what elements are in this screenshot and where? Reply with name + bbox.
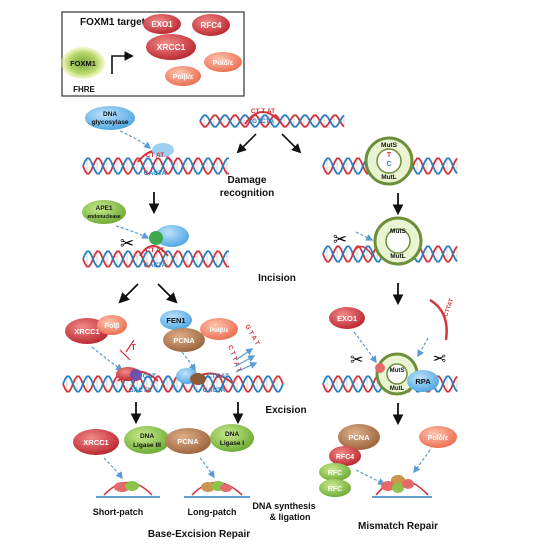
scissors-icon-3: ✂ bbox=[350, 352, 363, 369]
dna-strand bbox=[82, 250, 229, 268]
ligase3-label-1: DNA bbox=[140, 433, 154, 440]
mismatch-t: T bbox=[387, 152, 392, 159]
muts-label-2: MutS bbox=[390, 228, 407, 235]
ber-long-patch: FEN1 PCNA Polβ/ε G T A T C T T A T CTGAT… bbox=[160, 310, 261, 517]
pcna-b-label: PCNA bbox=[177, 437, 199, 446]
ber-dna2-bottom: GACTA bbox=[144, 262, 167, 269]
ber-dna2-top: CT AT bbox=[146, 247, 164, 254]
ber-short-patch: XRCC1 Polβ T CTGAT GACTA XRCC1 DNA Ligas… bbox=[65, 315, 170, 517]
flap-seq-1: G T A T bbox=[243, 324, 260, 347]
exo1-label: EXO1 bbox=[337, 314, 357, 323]
xrcc1-label: XRCC1 bbox=[74, 327, 99, 336]
incision-label: Incision bbox=[258, 273, 296, 284]
ber-step-1: DNA glycosylase CT AT GACTA bbox=[85, 106, 174, 177]
pol-long-label: Polβ/ε bbox=[210, 327, 229, 334]
mmr-step-1: MutS MutL T C bbox=[364, 136, 414, 186]
pol-delta-target: Polδ/ε bbox=[213, 60, 234, 67]
mmr-step-2: MutS MutL ✂ bbox=[333, 216, 423, 266]
scissors-icon: ✂ bbox=[120, 234, 134, 253]
mmr-step-4: PCNA RFC4 RFC RFC Polδ/ε bbox=[319, 424, 457, 498]
glycosylase-label-2: glycosylase bbox=[92, 119, 129, 126]
fen1-label: FEN1 bbox=[166, 316, 185, 325]
long-patch-label: Long-patch bbox=[188, 507, 237, 517]
damage-label-1: Damage bbox=[228, 175, 267, 186]
dna-strand bbox=[82, 157, 229, 175]
foxm1-inset: FOXM1 targets FOXM1 FHRE EXO1 RFC4 XRCC1… bbox=[61, 11, 245, 97]
polb-label: Polβ bbox=[104, 323, 120, 330]
rfc-label-2: RFC bbox=[328, 486, 342, 493]
long-dna-bottom: GACTA bbox=[203, 387, 226, 394]
mutl-label-2: MutL bbox=[390, 253, 406, 260]
ape1-label-2: endonuclease bbox=[87, 214, 121, 220]
ber-dna1-bottom: GACTA bbox=[144, 170, 167, 177]
pol-mmr-label: Polδ/ε bbox=[428, 435, 449, 442]
long-dna-top: CTGAT bbox=[207, 373, 229, 380]
exo1-target: EXO1 bbox=[151, 20, 173, 29]
glycosylase-label-1: DNA bbox=[103, 111, 117, 118]
ber-title: Base-Excision Repair bbox=[148, 529, 250, 540]
mismatch-c: C bbox=[386, 161, 391, 168]
dna-strand bbox=[162, 375, 284, 393]
dna-strand bbox=[199, 114, 345, 128]
scissors-icon-2: ✂ bbox=[333, 230, 347, 249]
top-dna-bottom-seq: GTCTA bbox=[252, 118, 274, 125]
ape1-label-1: APE1 bbox=[96, 205, 113, 212]
dna-strand bbox=[82, 157, 229, 175]
mutl-label-3: MutL bbox=[390, 386, 405, 392]
rpa-label: RPA bbox=[415, 377, 431, 386]
pol-beta-target: Polβ/ε bbox=[173, 74, 194, 81]
short-patch-label: Short-patch bbox=[93, 507, 144, 517]
mmr-step-3: EXO1 CTTAT MutS MutL RPA ✂ ✂ bbox=[329, 298, 455, 396]
muts-label-3: MutS bbox=[390, 368, 405, 374]
excision-label: Excision bbox=[265, 405, 306, 416]
pcna-mmr-label: PCNA bbox=[348, 433, 370, 442]
flap-seq-2: C T T A T bbox=[226, 344, 242, 373]
inset-title: FOXM1 targets bbox=[80, 17, 151, 28]
synthesis-label-1: DNA synthesis bbox=[252, 501, 315, 511]
foxm1-label: FOXM1 bbox=[70, 59, 96, 68]
muts-label: MutS bbox=[381, 142, 398, 149]
ligase1-label-2: Ligase I bbox=[220, 440, 244, 447]
dna-strand bbox=[82, 250, 229, 268]
xrcc1-b-label: XRCC1 bbox=[83, 438, 108, 447]
damage-label-2: recognition bbox=[220, 188, 274, 199]
rfc4-label: RFC4 bbox=[336, 454, 354, 461]
synthesis-label-2: & ligation bbox=[270, 512, 311, 522]
short-dna-bottom: GACTA bbox=[129, 387, 152, 394]
ligase1-label-1: DNA bbox=[225, 431, 239, 438]
ber-dna1-top: CT AT bbox=[146, 152, 164, 159]
fhre-label: FHRE bbox=[73, 85, 95, 94]
pcna-label: PCNA bbox=[173, 336, 195, 345]
mmr-title: Mismatch Repair bbox=[358, 521, 438, 532]
ligase3-label-2: Ligase III bbox=[133, 442, 161, 449]
incoming-t: T bbox=[131, 343, 136, 352]
xrcc1-target: XRCC1 bbox=[157, 42, 186, 52]
mmr-flap: CTTAT bbox=[443, 298, 455, 318]
rfc-label-1: RFC bbox=[328, 470, 342, 477]
scissors-icon-4: ✂ bbox=[433, 351, 446, 368]
ber-step-2: APE1 endonuclease CT AT GACTA ✂ bbox=[82, 200, 189, 269]
dna-strand bbox=[62, 375, 178, 393]
short-dna-top: CTGAT bbox=[134, 373, 156, 380]
top-dna-top-seq: CT T AT bbox=[251, 108, 275, 115]
rfc4-target: RFC4 bbox=[201, 21, 222, 30]
mutl-label: MutL bbox=[381, 174, 397, 181]
top-dna-lesion: CT T AT GTCTA bbox=[244, 108, 283, 125]
